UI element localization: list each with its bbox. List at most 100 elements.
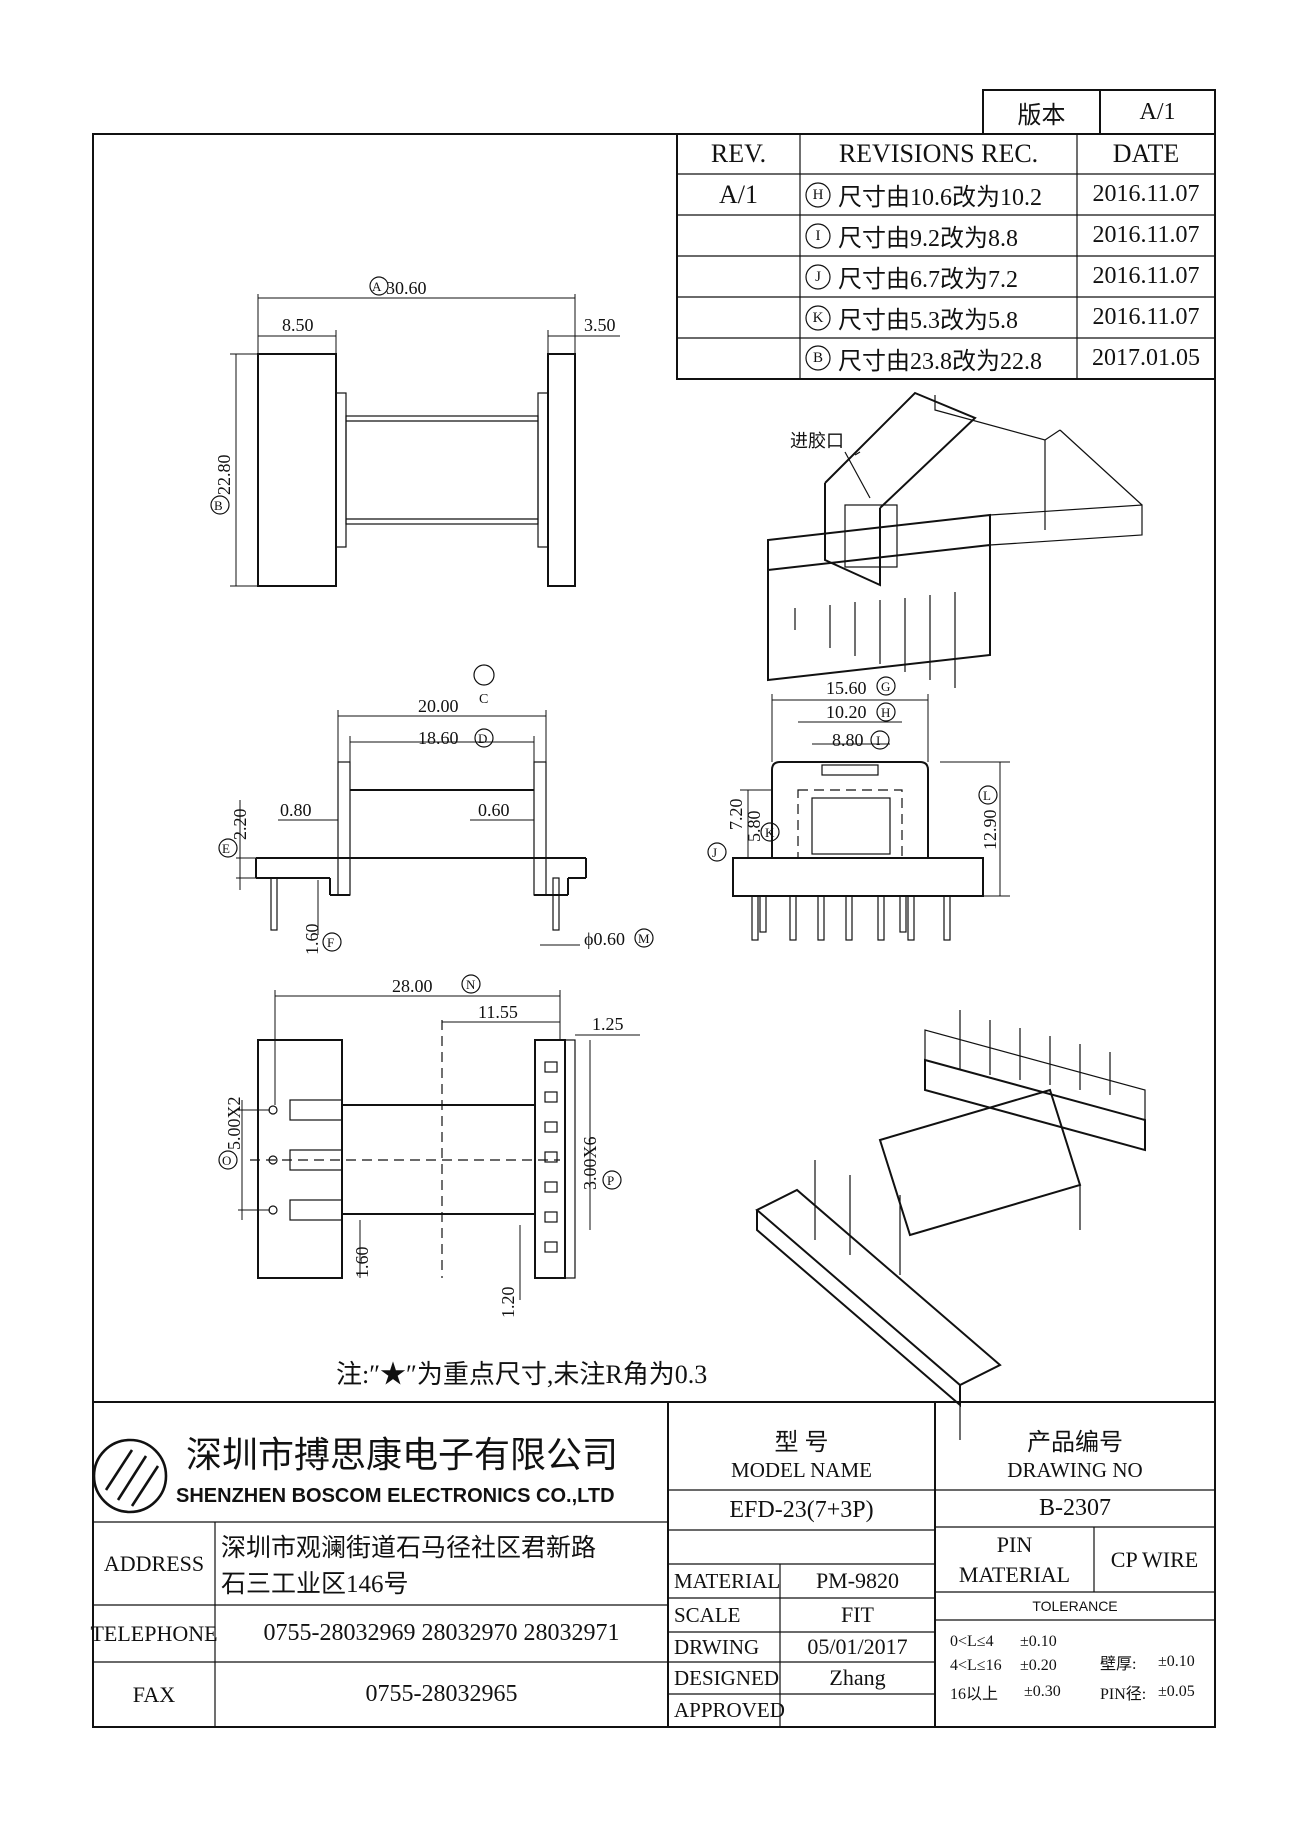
- model-value: EFD-23(7+3P): [729, 1496, 874, 1523]
- designed-label: DESIGNED: [674, 1665, 779, 1690]
- rev-row-text: 尺寸由5.3改为5.8: [838, 308, 1018, 334]
- dim-front-overall: 20.00: [418, 696, 459, 716]
- mark-d: D: [478, 731, 487, 746]
- telephone-label: TELEPHONE: [90, 1620, 218, 1646]
- scale-label: SCALE: [674, 1602, 741, 1627]
- pin-material-value: CP WIRE: [1110, 1546, 1199, 1572]
- mark-b: B: [214, 498, 223, 513]
- iso-view-top: [767, 391, 1143, 688]
- dim-side-w2: 10.20: [826, 702, 867, 722]
- dim-bottom-pitch-left: 5.00X2: [224, 1097, 244, 1151]
- approved-value: [780, 1694, 935, 1727]
- dim-front-pin-len: 1.60: [302, 924, 322, 956]
- dim-side-w1: 15.60: [826, 678, 867, 698]
- drawing-date-label: DRWING: [674, 1634, 760, 1659]
- tolerance-value: ±0.20: [1020, 1657, 1057, 1674]
- dim-bottom-edge: 1.25: [592, 1014, 624, 1034]
- approved-label: APPROVED: [674, 1698, 785, 1722]
- mark-l: L: [983, 788, 991, 803]
- company-name-cn: 深圳市搏思康电子有限公司: [186, 1435, 619, 1475]
- title-block: [92, 1401, 1215, 1727]
- iso-view-bottom: [755, 1010, 1146, 1440]
- pin-material-label1: PIN: [996, 1532, 1033, 1557]
- dim-top-height: 22.80: [214, 455, 234, 496]
- rev-row-text: 尺寸由6.7改为7.2: [838, 267, 1018, 293]
- dim-top-left: 8.50: [282, 315, 314, 335]
- rev-row-text: 尺寸由10.6改为10.2: [838, 185, 1042, 211]
- tolerance-range: 0<L≤4: [950, 1633, 994, 1650]
- drawing-date-value: 05/01/2017: [807, 1634, 908, 1659]
- dim-bottom-slot2: 1.20: [498, 1287, 518, 1319]
- company-name-en: SHENZHEN BOSCOM ELECTRONICS CO.,LTD: [176, 1484, 615, 1507]
- drawing-number: B-2307: [1039, 1495, 1111, 1521]
- top-view: [210, 276, 620, 587]
- mark-g: G: [881, 679, 890, 694]
- drawing-label-en: DRAWING NO: [1007, 1457, 1143, 1482]
- front-view: [218, 664, 654, 952]
- fax-value: 0755-28032965: [365, 1681, 518, 1707]
- dim-top-right: 3.50: [584, 315, 616, 335]
- rev-row-date: 2016.11.07: [1092, 304, 1200, 330]
- mark-a: A: [372, 279, 382, 294]
- model-label-cn: 型 号: [774, 1429, 829, 1456]
- drawing-label-cn: 产品编号: [1027, 1429, 1123, 1456]
- dim-front-pin-dia: ϕ0.60: [584, 929, 625, 949]
- mark-j: J: [712, 845, 717, 860]
- dim-bottom-slot: 1.60: [352, 1247, 372, 1279]
- address-line1: 深圳市观澜街道石马径社区君新路: [221, 1535, 597, 1562]
- rev-rec-header: REVISIONS REC.: [838, 139, 1039, 168]
- mark-p: P: [607, 1173, 614, 1188]
- fax-label: FAX: [132, 1681, 176, 1707]
- rev-row-date: 2016.11.07: [1092, 181, 1200, 207]
- version-value: A/1: [1139, 98, 1176, 125]
- mark-k: K: [765, 825, 775, 840]
- telephone-value: 0755-28032969 28032970 28032971: [263, 1620, 620, 1646]
- mark-c: C: [479, 692, 488, 707]
- rev-row-date: 2016.11.07: [1092, 263, 1200, 289]
- tolerance-value: ±0.10: [1020, 1633, 1057, 1650]
- rev-header: REV.: [710, 139, 767, 168]
- rev-row-mark: I: [815, 227, 821, 244]
- rev-row-text: 尺寸由23.8改为22.8: [838, 349, 1042, 375]
- injection-gate-label: 进胶口: [790, 431, 844, 451]
- rev-value: A/1: [719, 179, 758, 209]
- mark-f: F: [327, 935, 334, 950]
- mark-e: E: [222, 841, 230, 856]
- rev-row-mark: J: [815, 268, 821, 285]
- address-label: ADDRESS: [103, 1550, 205, 1576]
- wall-thickness-value: ±0.10: [1158, 1653, 1195, 1670]
- dim-top-overall: 30.60: [386, 278, 427, 298]
- mark-i: I: [876, 733, 880, 748]
- mark-o: O: [222, 1153, 231, 1168]
- rev-row-text: 尺寸由9.2改为8.8: [838, 226, 1018, 252]
- drawing-note: 注:″★″为重点尺寸,未注R角为0.3: [336, 1359, 708, 1389]
- dim-front-inner: 18.60: [418, 728, 459, 748]
- dim-bottom-mid: 11.55: [478, 1002, 518, 1022]
- pin-diameter-value: ±0.05: [1158, 1683, 1195, 1700]
- pin-diameter-label: PIN径:: [1100, 1686, 1147, 1703]
- dim-bottom-pitch-right: 3.00X6: [580, 1137, 600, 1191]
- material-label: MATERIAL: [674, 1568, 781, 1593]
- designed-value: Zhang: [829, 1665, 886, 1690]
- tolerance-range: 4<L≤16: [950, 1657, 1002, 1674]
- rev-row-mark: H: [812, 186, 824, 203]
- material-value: PM-9820: [815, 1568, 900, 1593]
- bottom-view: [218, 974, 640, 1300]
- model-label-en: MODEL NAME: [731, 1457, 872, 1482]
- dim-front-flange: 2.20: [230, 809, 250, 841]
- dim-front-right-wall: 0.60: [478, 800, 510, 820]
- rev-date-header: DATE: [1112, 139, 1180, 168]
- sheet-border: [92, 133, 1216, 1728]
- wall-thickness-label: 壁厚:: [1100, 1656, 1137, 1673]
- mark-m: M: [638, 931, 650, 946]
- tolerance-range: 16以上: [950, 1686, 999, 1703]
- rev-row-mark: B: [812, 349, 823, 366]
- mark-n: N: [466, 977, 476, 992]
- pin-material-label2: MATERIAL: [958, 1562, 1071, 1587]
- tolerance-label: TOLERANCE: [1032, 1598, 1118, 1614]
- tolerance-value: ±0.30: [1024, 1683, 1061, 1700]
- dim-side-h-total: 12.90: [980, 810, 1000, 851]
- mark-h: H: [881, 705, 890, 720]
- scale-value: FIT: [841, 1602, 874, 1627]
